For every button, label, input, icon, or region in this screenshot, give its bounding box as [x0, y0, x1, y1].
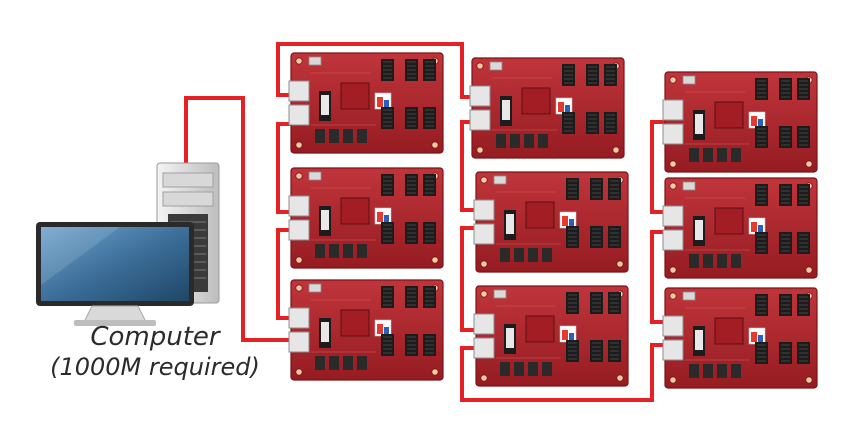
control-cards: [288, 52, 818, 389]
cable-col1-to-col2: [276, 42, 482, 99]
control-card-icon: [662, 287, 818, 389]
cable-computer-to-card: [184, 96, 300, 342]
cable-col2-to-col3: [460, 343, 668, 402]
control-card-icon: [662, 177, 818, 279]
control-card-icon: [288, 52, 444, 154]
monitor-icon: [36, 222, 194, 326]
control-card-icon: [473, 171, 629, 273]
computer-requirement-label: (1000M required): [50, 353, 260, 381]
computer-label: Computer: [90, 322, 220, 352]
cable-col2-card2-card3: [460, 226, 482, 332]
computer-icon: [36, 162, 220, 326]
control-card-icon: [473, 285, 629, 387]
control-card-icon: [288, 167, 444, 269]
cable-col3-card3-card2: [650, 230, 668, 324]
control-card-icon: [662, 71, 818, 173]
control-card-icon: [288, 279, 444, 381]
cable-col3-card2-card1: [650, 120, 668, 214]
control-card-icon: [469, 57, 625, 159]
